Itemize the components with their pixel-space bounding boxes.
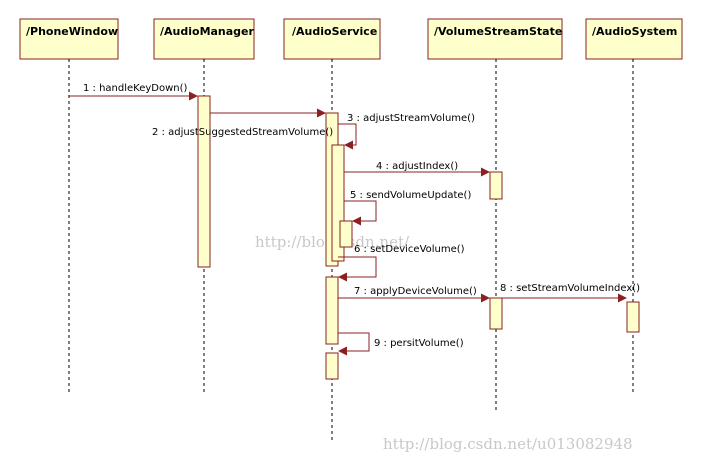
lifeline-audioservice: /AudioService — [283, 18, 381, 442]
activation-audioservice-5 — [325, 352, 339, 380]
watermark-bottom: http://blog.csdn.net/u013082948 — [383, 435, 633, 453]
activation-audioservice-4 — [325, 276, 339, 345]
arrowhead-icon — [352, 216, 361, 226]
message-9: 9 : persitVolume() — [338, 332, 464, 356]
activation-audioservice-3 — [339, 220, 353, 248]
message-8-label: 8 : setStreamVolumeIndex() — [500, 283, 640, 294]
message-2-label: 2 : adjustSuggestedStreamVolume() — [152, 127, 333, 138]
arrowhead-icon — [618, 293, 627, 303]
message-1-label: 1 : handleKeyDown() — [83, 83, 188, 94]
message-8: 8 : setStreamVolumeIndex() — [500, 283, 640, 303]
arrowhead-icon — [189, 91, 198, 101]
message-3-label: 3 : adjustStreamVolume() — [347, 113, 475, 124]
message-3: 3 : adjustStreamVolume() — [338, 113, 475, 150]
message-6: 6 : setDeviceVolume() — [338, 244, 465, 282]
lifeline-audiosystem: /AudioSystem — [585, 18, 683, 392]
activation-audiosystem — [626, 301, 640, 333]
arrowhead-icon — [338, 346, 347, 356]
lifeline-audioservice-box — [283, 18, 381, 60]
activation-volumestreamstate-2 — [489, 297, 503, 330]
message-1: 1 : handleKeyDown() — [69, 83, 198, 101]
message-4: 4 : adjustIndex() — [344, 161, 490, 177]
message-7-label: 7 : applyDeviceVolume() — [354, 286, 477, 297]
message-5-label: 5 : sendVolumeUpdate() — [350, 190, 471, 201]
lifeline-phonewindow-box — [19, 18, 119, 60]
message-5: 5 : sendVolumeUpdate() — [344, 190, 471, 226]
message-9-label: 9 : persitVolume() — [374, 338, 464, 349]
lifeline-phonewindow: /PhoneWindow — [19, 18, 119, 392]
message-6-label: 6 : setDeviceVolume() — [354, 244, 465, 255]
arrowhead-icon — [338, 272, 347, 282]
lifeline-audiomanager-box — [153, 18, 255, 60]
lifeline-volumestreamstate: /VolumeStreamState — [427, 18, 563, 412]
message-2: 2 : adjustSuggestedStreamVolume() — [152, 108, 333, 138]
lifeline-phonewindow-label: /PhoneWindow — [26, 25, 118, 38]
activation-audiomanager — [197, 95, 211, 268]
lifeline-audiomanager-label: /AudioManager — [160, 25, 255, 38]
arrowhead-icon — [317, 108, 326, 118]
lifeline-audioservice-label: /AudioService — [292, 25, 377, 38]
lifeline-volumestreamstate-box — [427, 18, 563, 60]
message-4-label: 4 : adjustIndex() — [376, 161, 458, 172]
arrowhead-icon — [481, 293, 490, 303]
arrowhead-icon — [344, 140, 353, 150]
lifeline-audiosystem-box — [585, 18, 683, 60]
message-7: 7 : applyDeviceVolume() — [338, 286, 490, 303]
activation-volumestreamstate-1 — [489, 171, 503, 200]
lifeline-audiosystem-label: /AudioSystem — [592, 25, 677, 38]
arrowhead-icon — [481, 167, 490, 177]
lifeline-volumestreamstate-label: /VolumeStreamState — [434, 25, 562, 38]
